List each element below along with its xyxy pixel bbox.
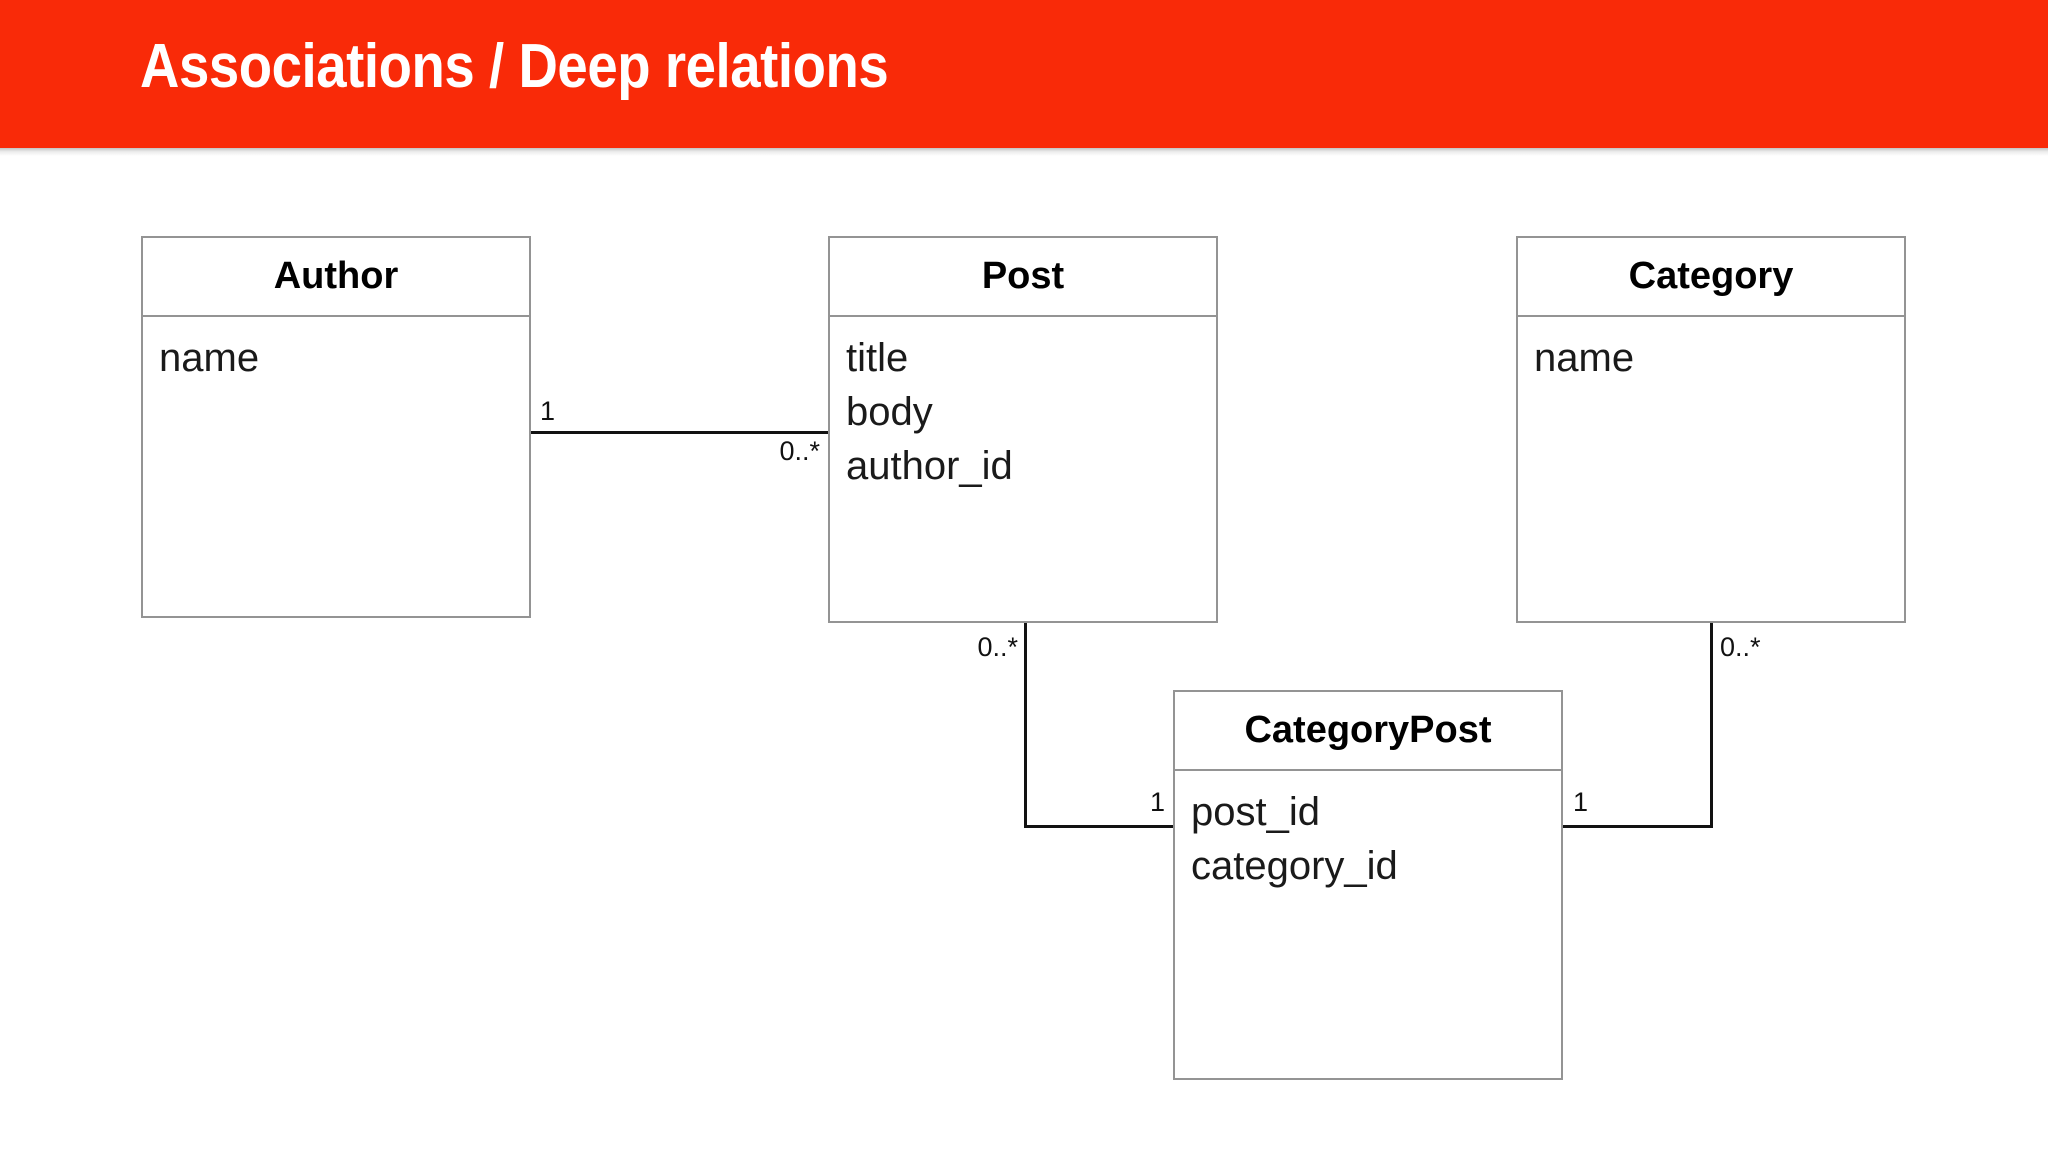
uml-attribute: name bbox=[1534, 336, 1635, 380]
multiplicity-author-post-from: 1 bbox=[540, 396, 556, 426]
uml-class-author-name: Author bbox=[143, 238, 529, 317]
uml-attribute: title bbox=[846, 336, 909, 380]
page-title: Associations / Deep relations bbox=[140, 32, 889, 101]
multiplicity-post-categorypost-from: 0..* bbox=[977, 632, 1018, 662]
uml-attribute: name bbox=[159, 336, 260, 380]
association-line-post-categorypost-horizontal bbox=[1024, 825, 1173, 828]
uml-attribute: post_id bbox=[1191, 790, 1320, 834]
header-banner bbox=[0, 0, 2048, 148]
uml-attribute: author_id bbox=[846, 444, 1013, 488]
uml-class-category-name: Category bbox=[1518, 238, 1904, 317]
uml-class-post-attributes: title body author_id bbox=[830, 317, 1216, 493]
uml-class-category-attributes: name bbox=[1518, 317, 1904, 385]
uml-class-author[interactable]: Author name bbox=[141, 236, 531, 618]
association-line-category-categorypost-vertical bbox=[1710, 623, 1713, 828]
multiplicity-author-post-to: 0..* bbox=[779, 436, 820, 466]
uml-class-author-attributes: name bbox=[143, 317, 529, 385]
uml-attribute: category_id bbox=[1191, 844, 1398, 888]
uml-class-categorypost[interactable]: CategoryPost post_id category_id bbox=[1173, 690, 1563, 1080]
uml-class-post-name: Post bbox=[830, 238, 1216, 317]
multiplicity-category-categorypost-to: 1 bbox=[1573, 787, 1589, 817]
header-shadow bbox=[0, 148, 2048, 156]
uml-class-post[interactable]: Post title body author_id bbox=[828, 236, 1218, 623]
association-line-category-categorypost-horizontal bbox=[1563, 825, 1713, 828]
association-line-post-categorypost-vertical bbox=[1024, 623, 1027, 828]
association-line-author-post bbox=[531, 431, 828, 434]
uml-class-categorypost-name: CategoryPost bbox=[1175, 692, 1561, 771]
uml-class-category[interactable]: Category name bbox=[1516, 236, 1906, 623]
multiplicity-category-categorypost-from: 0..* bbox=[1720, 632, 1761, 662]
multiplicity-post-categorypost-to: 1 bbox=[1149, 787, 1165, 817]
uml-attribute: body bbox=[846, 390, 933, 434]
uml-class-categorypost-attributes: post_id category_id bbox=[1175, 771, 1561, 893]
